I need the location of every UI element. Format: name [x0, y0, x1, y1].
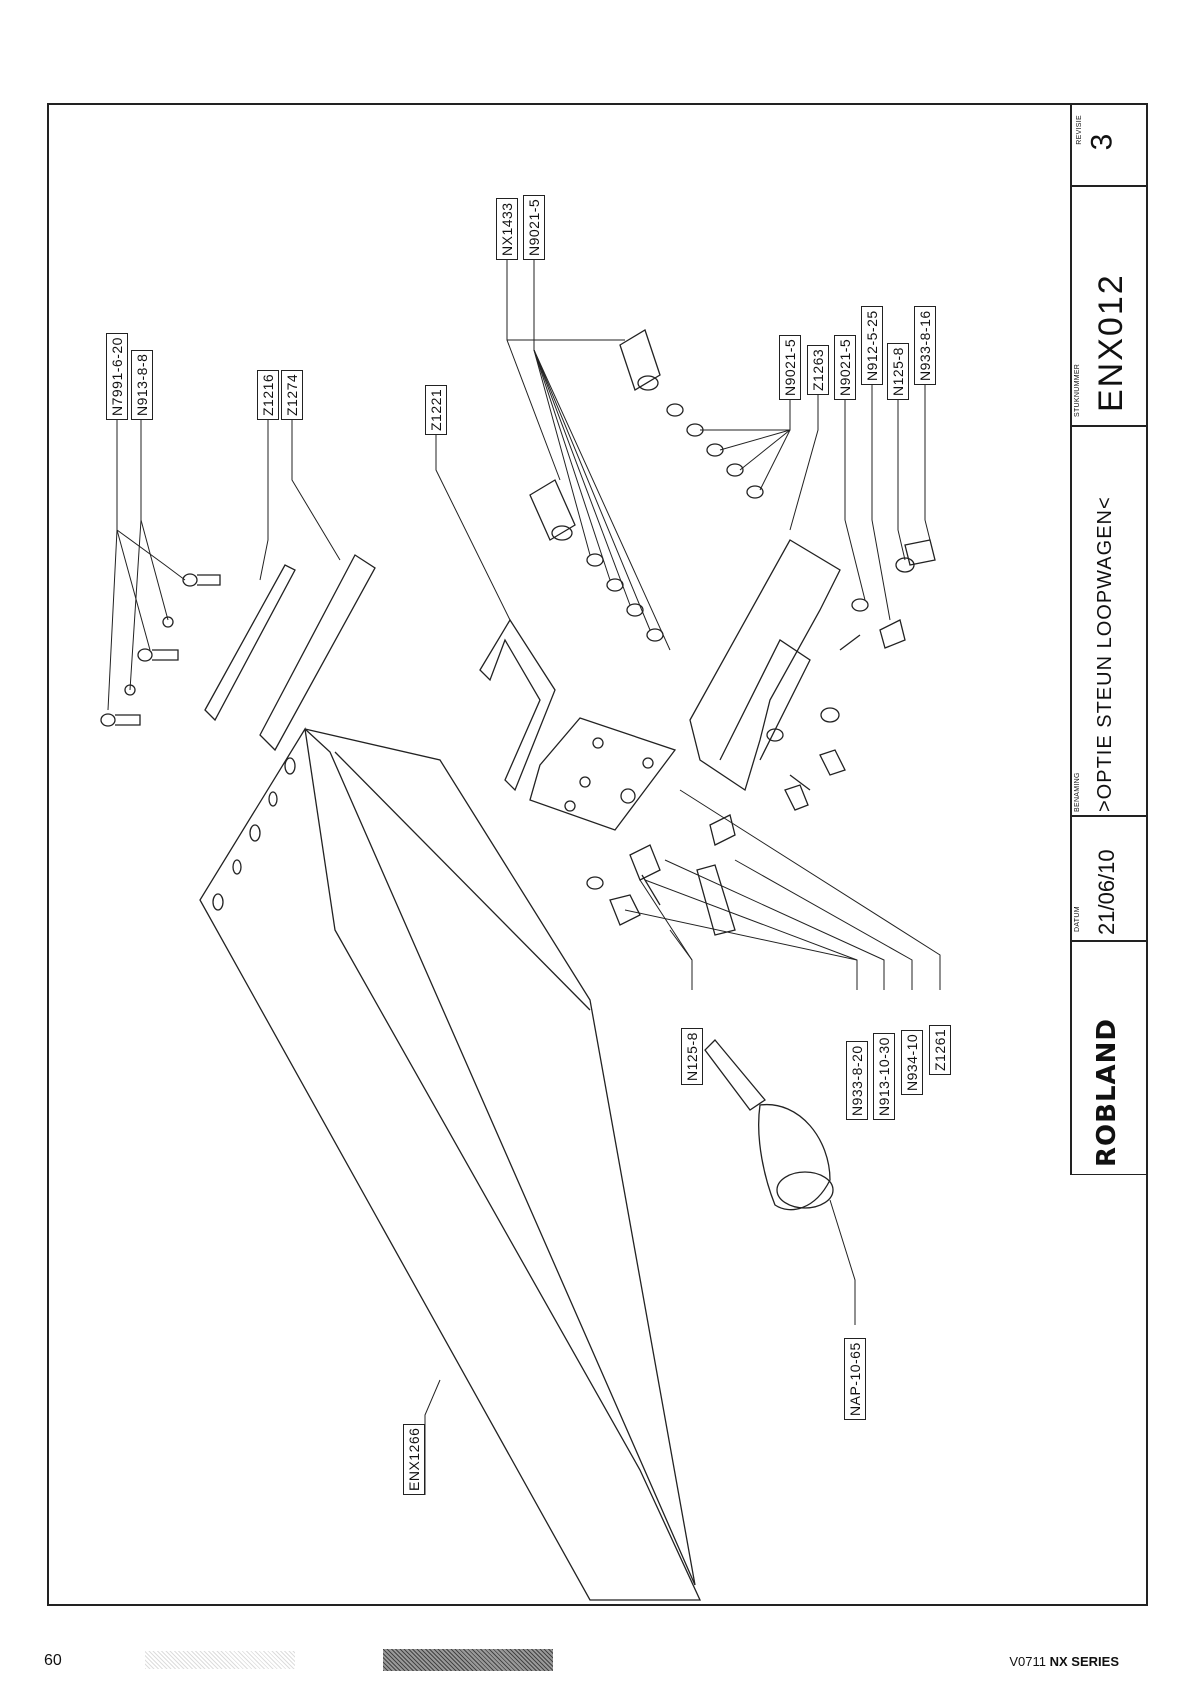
part-label: Z1263: [807, 344, 829, 395]
brand-logo: ROBLAND: [1092, 1018, 1122, 1167]
clamp-part: [479, 618, 556, 792]
washers: [586, 403, 915, 890]
plate-part: [529, 717, 677, 831]
bracket-part: [689, 539, 841, 792]
bolts: [100, 539, 936, 926]
part-label: N9021-5: [834, 334, 856, 400]
series-name: NX SERIES: [1049, 1654, 1119, 1669]
revision-value: 3: [1085, 133, 1119, 151]
date-value: 21/06/10: [1094, 849, 1119, 935]
part-number-cell: STUKNUMMER ENX012: [1072, 185, 1148, 425]
part-label: N125-8: [887, 343, 909, 400]
part-label: N933-8-20: [846, 1041, 868, 1120]
part-label: N7991-6-20: [106, 333, 128, 420]
footer-series: V0711 NX SERIES: [1009, 1654, 1119, 1669]
knob-part: [704, 1039, 834, 1211]
part-label: ENX1266: [403, 1423, 425, 1495]
name-cell: BENAMING >OPTIE STEUN LOOPWAGEN<: [1072, 425, 1148, 815]
part-label: Z1221: [425, 384, 447, 435]
part-label: Z1216: [257, 369, 279, 420]
part-label: N125-8: [681, 1028, 703, 1085]
beam-part: [199, 727, 702, 1601]
part-label: N9021-5: [523, 194, 545, 260]
part-label: Z1261: [929, 1024, 951, 1075]
date-caption: DATUM: [1074, 906, 1081, 932]
part-label: NX1433: [496, 198, 518, 260]
brand-cell: ROBLAND: [1072, 940, 1148, 1175]
part-label: N913-8-8: [131, 349, 153, 420]
version: V0711: [1009, 1654, 1050, 1669]
title-block: REVISIE 3 STUKNUMMER ENX012 BENAMING >OP…: [1070, 105, 1148, 1175]
leader-lines: [107, 260, 941, 1495]
name-caption: BENAMING: [1074, 772, 1081, 812]
part-label: N9021-5: [779, 334, 801, 400]
scan-artifact-dark: [383, 1649, 553, 1671]
part-number: ENX012: [1092, 273, 1130, 412]
part-label: NAP-10-65: [844, 1338, 866, 1420]
date-cell: DATUM 21/06/10: [1072, 815, 1148, 940]
part-label: N934-10: [901, 1029, 923, 1095]
spacers: [529, 329, 736, 936]
part-number-caption: STUKNUMMER: [1074, 363, 1081, 417]
rail-part: [204, 554, 376, 752]
part-label: Z1274: [281, 369, 303, 420]
part-label: N913-10-30: [873, 1033, 895, 1120]
revision-cell: REVISIE 3: [1072, 105, 1148, 185]
revision-caption: REVISIE: [1076, 115, 1083, 145]
page-number: 60: [44, 1652, 62, 1669]
part-label: N933-8-16: [914, 306, 936, 385]
scan-artifact-light: [145, 1651, 295, 1669]
drawing-name: >OPTIE STEUN LOOPWAGEN<: [1094, 496, 1116, 812]
part-label: N912-5-25: [861, 306, 883, 385]
drawing-frame: [47, 103, 1148, 1606]
